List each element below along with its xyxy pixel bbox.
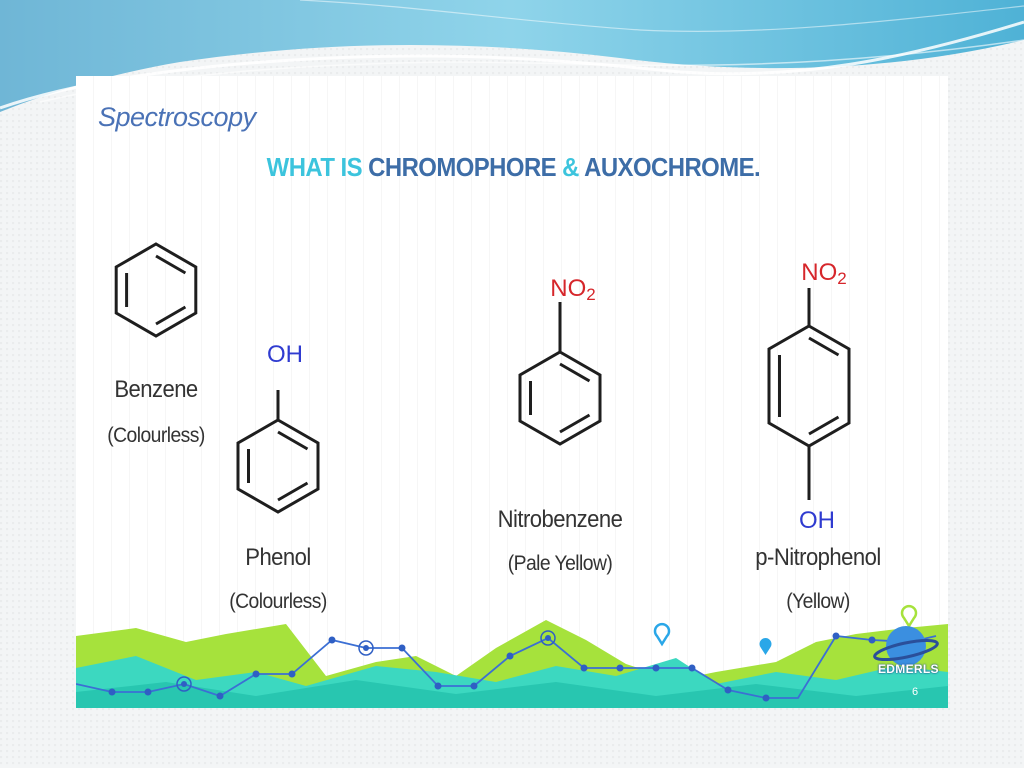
headline-part-chromophore: CHROMOPHORE (368, 152, 557, 182)
p-nitrophenol-no-text: NO (801, 259, 837, 286)
phenol-oh-label: OH (267, 341, 303, 368)
headline-part-auxochrome: AUXOCHROME. (584, 152, 761, 182)
slide-page-number: 6 (912, 686, 919, 698)
phenol-color: (Colourless) (229, 590, 327, 613)
p-nitrophenol-structure (767, 288, 851, 500)
slide-topic-label: Spectroscopy (98, 102, 256, 132)
p-nitrophenol-no2-label: NO2 (801, 259, 846, 288)
p-nitrophenol-name: p-Nitrophenol (755, 544, 881, 571)
structures-and-landscape: OH NO2 NO2 OH (76, 242, 948, 708)
p-nitrophenol-color: (Yellow) (786, 590, 850, 613)
benzene-color: (Colourless) (107, 424, 205, 447)
p-nitrophenol-oh-label: OH (799, 507, 835, 534)
slide-headline: WHAT IS CHROMOPHORE & AUXOCHROME. (112, 152, 914, 183)
headline-part-what-is: WHAT IS (266, 152, 369, 182)
headline-ampersand: & (556, 152, 585, 182)
phenol-structure (236, 390, 320, 514)
nitrobenzene-color: (Pale Yellow) (507, 552, 613, 575)
nitrobenzene-no-text: NO (550, 275, 586, 302)
nitrobenzene-subscript-2: 2 (586, 285, 595, 304)
phenol-name: Phenol (245, 544, 311, 571)
landscape-decoration (76, 604, 948, 708)
edmerls-logo: EDMERLS (878, 662, 939, 676)
nitrobenzene-structure (518, 302, 602, 446)
nitrobenzene-name: Nitrobenzene (497, 506, 623, 533)
benzene-name: Benzene (114, 376, 198, 403)
nitrobenzene-no2-label: NO2 (550, 275, 595, 304)
p-nitrophenol-subscript-2: 2 (837, 269, 846, 288)
benzene-structure (114, 242, 198, 338)
slide-image: Spectroscopy WHAT IS CHROMOPHORE & AUXOC… (76, 76, 948, 708)
